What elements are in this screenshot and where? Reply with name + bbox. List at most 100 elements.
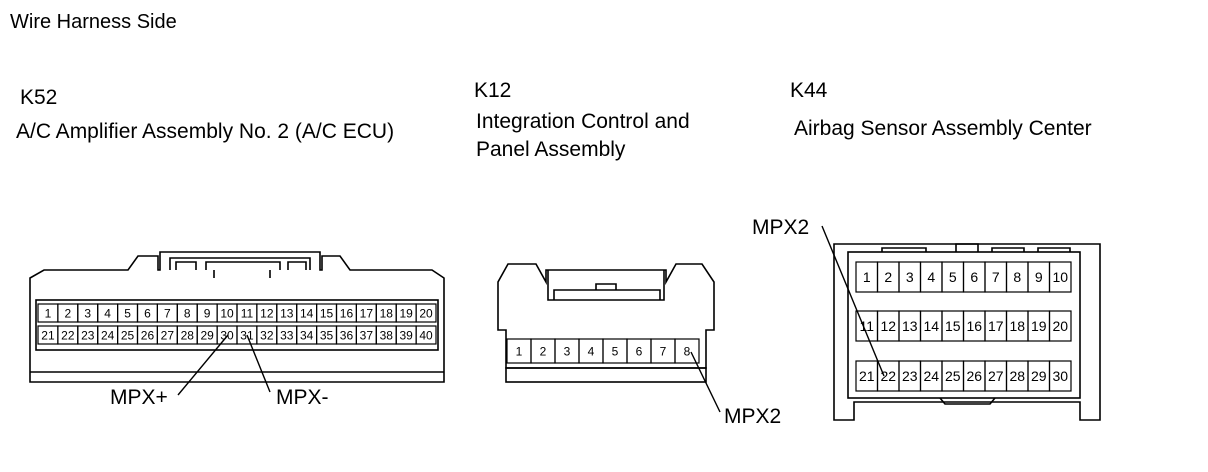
- k44-pin-number: 26: [966, 368, 982, 384]
- k52-latch: [169, 257, 311, 278]
- k44-mpx2-leader: [821, 225, 885, 377]
- k44-pin-cell-20: [1048, 310, 1072, 342]
- page-title: Wire Harness Side: [10, 11, 177, 33]
- k44-pin-number: 30: [1052, 368, 1068, 384]
- k52-pin-number: 6: [144, 306, 151, 320]
- k52-pin-number: 32: [260, 328, 274, 342]
- k52-pin-number: 17: [360, 306, 374, 320]
- k52-pin-number: 24: [101, 328, 115, 342]
- k52-pin-number: 18: [380, 306, 394, 320]
- k52-pin-number: 2: [65, 306, 72, 320]
- k12-mpx2-label: MPX2: [724, 405, 782, 428]
- k52-pin-number: 38: [380, 328, 394, 342]
- k44-pin-number: 1: [863, 269, 871, 285]
- k44-pin-cell-30: [1048, 360, 1072, 392]
- k44-pin-number: 14: [923, 318, 939, 334]
- k44-bottom-notch: [939, 397, 996, 405]
- k44-pin-number: 27: [988, 368, 1004, 384]
- k44-pin-number: 5: [949, 269, 957, 285]
- k44-pin-number: 6: [970, 269, 978, 285]
- k52-pin-number: 15: [320, 306, 334, 320]
- k52-pin-number: 14: [300, 306, 314, 320]
- k44-housing: [833, 243, 1101, 421]
- k52-pin-number: 20: [419, 306, 433, 320]
- k52-pin-cell-40: [415, 325, 437, 345]
- k52-pin-number: 3: [84, 306, 91, 320]
- k52-pin-number: 35: [320, 328, 334, 342]
- k44-top-tabs: [881, 243, 1071, 252]
- k44-pin-number: 29: [1031, 368, 1047, 384]
- k12-latch: [547, 270, 665, 301]
- k52-pin-number: 21: [41, 328, 55, 342]
- k52-pin-number: 40: [419, 328, 433, 342]
- k52-pin-cell-20: [415, 303, 437, 323]
- k52-pin-number: 37: [360, 328, 374, 342]
- k12-code: K12: [474, 79, 512, 102]
- k52-pin-number: 7: [164, 306, 171, 320]
- k52-pin-number: 19: [399, 306, 413, 320]
- k44-pin-number: 24: [923, 368, 939, 384]
- k44-pin-number: 15: [945, 318, 961, 334]
- k52-housing: [29, 251, 445, 383]
- k52-pin-number: 34: [300, 328, 314, 342]
- k44-pin-number: 8: [1013, 269, 1021, 285]
- k44-pin-number: 19: [1031, 318, 1047, 334]
- k44-pin-number: 3: [906, 269, 914, 285]
- k52-pin-number: 4: [104, 306, 111, 320]
- k52-pin-number: 33: [280, 328, 294, 342]
- k12-pin-number: 4: [588, 344, 595, 358]
- k52-pin-number: 26: [141, 328, 155, 342]
- k52-pin-number: 12: [260, 306, 274, 320]
- k44-pin-number: 7: [992, 269, 1000, 285]
- k12-pin-number: 5: [612, 344, 619, 358]
- k52-pin-number: 1: [45, 306, 52, 320]
- k12-pin-number: 2: [540, 344, 547, 358]
- k52-pin-number: 8: [184, 306, 191, 320]
- k12-pin-number: 1: [516, 344, 523, 358]
- k52-mpx-plus-label: MPX+: [110, 386, 168, 409]
- k44-mpx2-label: MPX2: [752, 216, 810, 239]
- k44-pin-number: 20: [1052, 318, 1068, 334]
- k44-code: K44: [790, 79, 828, 102]
- k44-pin-number: 25: [945, 368, 961, 384]
- k12-pin-number: 8: [684, 344, 691, 358]
- k44-inner: [847, 251, 1081, 399]
- k52-mpx-minus-leader: [246, 334, 271, 393]
- k44-pin-number: 13: [902, 318, 918, 334]
- k52-mpx-plus-leader: [177, 334, 229, 396]
- k12-pin-number: 3: [564, 344, 571, 358]
- k52-pin-number: 10: [220, 306, 234, 320]
- k52-pin-number: 27: [161, 328, 175, 342]
- k12-name-line1: Integration Control and: [476, 110, 690, 133]
- k52-pin-number: 22: [61, 328, 75, 342]
- k44-pin-number: 10: [1052, 269, 1068, 285]
- k52-pin-number: 29: [200, 328, 214, 342]
- k44-pin-number: 4: [927, 269, 935, 285]
- k12-name-line2: Panel Assembly: [476, 138, 626, 161]
- k52-pin-number: 9: [204, 306, 211, 320]
- k44-name: Airbag Sensor Assembly Center: [794, 117, 1092, 140]
- k52-pin-number: 25: [121, 328, 135, 342]
- k44-pin-number: 28: [1009, 368, 1025, 384]
- k52-pin-number: 23: [81, 328, 95, 342]
- k44-pin-number: 18: [1009, 318, 1025, 334]
- k44-pin-number: 22: [880, 368, 896, 384]
- k44-pin-number: 9: [1035, 269, 1043, 285]
- k52-pin-number: 5: [124, 306, 131, 320]
- k44-pin-number: 11: [859, 318, 874, 334]
- k44-pin-cell-10: [1048, 261, 1072, 293]
- k52-pin-number: 28: [181, 328, 195, 342]
- k52-insert: [35, 299, 439, 351]
- k12-pin-cell-8: [674, 338, 700, 364]
- k44-pin-number: 23: [902, 368, 918, 384]
- k52-code: K52: [20, 86, 58, 109]
- k52-pin-number: 39: [399, 328, 413, 342]
- k52-pin-number: 11: [241, 306, 254, 320]
- k44-pin-number: 16: [966, 318, 982, 334]
- k52-pin-number: 13: [280, 306, 294, 320]
- k52-name: A/C Amplifier Assembly No. 2 (A/C ECU): [16, 120, 395, 143]
- k44-pin-number: 12: [880, 318, 896, 334]
- k44-pin-number: 21: [859, 368, 875, 384]
- k12-base: [505, 367, 707, 383]
